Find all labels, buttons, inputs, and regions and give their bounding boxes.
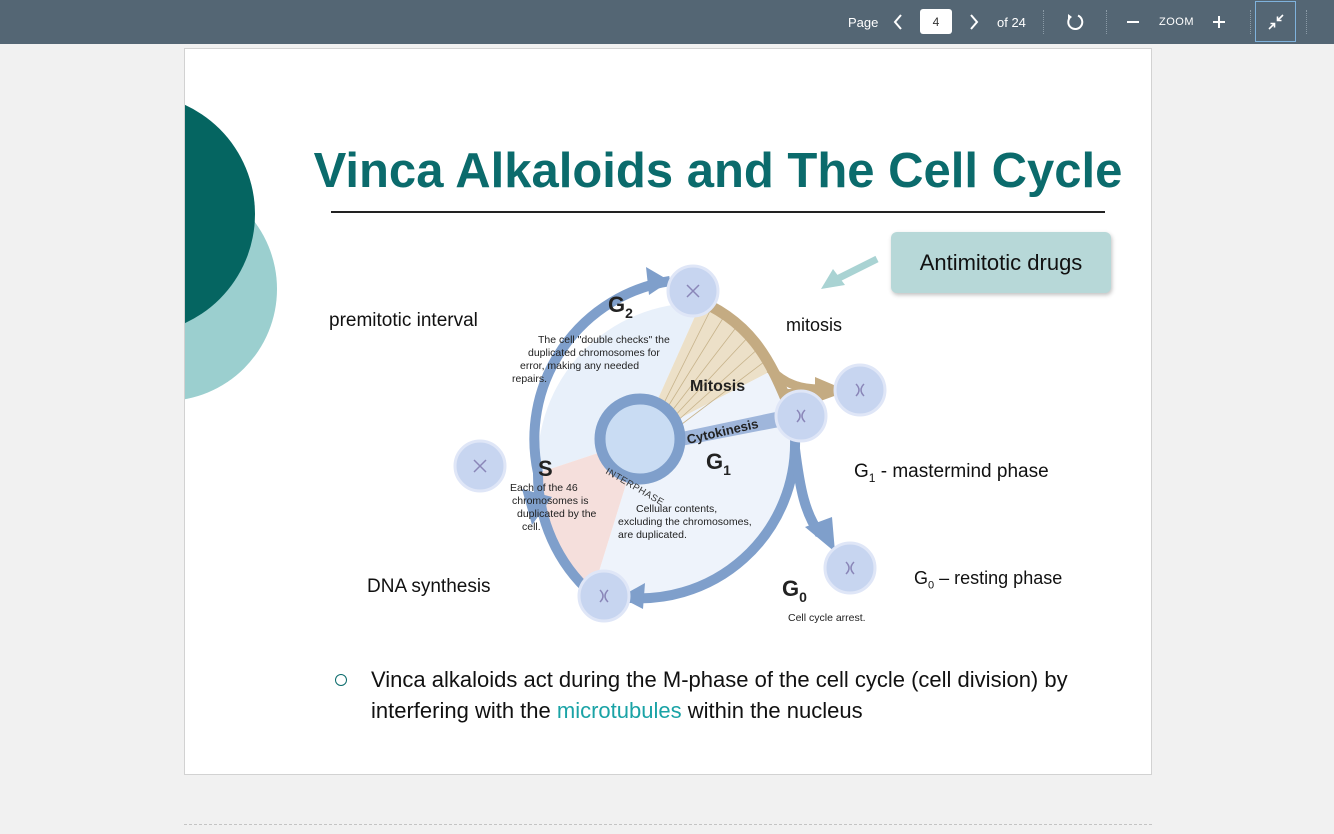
chevron-right-icon xyxy=(970,14,979,30)
svg-text:G1: G1 xyxy=(706,449,731,478)
g0-desc: Cell cycle arrest. xyxy=(788,612,866,624)
toolbar-divider xyxy=(1043,10,1045,34)
g0-subscript: 0 xyxy=(928,579,935,592)
g1-desc-line: excluding the chromosomes, xyxy=(618,516,752,528)
mitosis-label: mitosis xyxy=(786,315,843,335)
slide-page: Vinca Alkaloids and The Cell Cycle premi… xyxy=(184,48,1152,775)
premitotic-label: premitotic interval xyxy=(329,310,478,331)
page-number-input[interactable] xyxy=(920,9,952,34)
next-page-divider xyxy=(184,824,1152,825)
g0-letter: G xyxy=(914,568,929,588)
exit-fullscreen-button[interactable] xyxy=(1255,1,1296,42)
title-underline xyxy=(331,211,1105,213)
prev-page-button[interactable] xyxy=(887,10,909,34)
page-label: Page xyxy=(848,14,879,30)
g1-sector-subscript: 1 xyxy=(723,462,731,478)
pdf-toolbar: Page of 24 ZOOM xyxy=(0,0,1334,44)
g2-desc-line: duplicated chromosomes for xyxy=(528,347,660,359)
zoom-label: ZOOM xyxy=(1159,16,1194,28)
zoom-out-icon xyxy=(1127,21,1139,23)
exit-fullscreen-icon xyxy=(1267,13,1284,30)
s-phase-letter: S xyxy=(538,456,553,481)
callout-arrow-icon xyxy=(821,255,879,289)
s-desc-line: chromosomes is xyxy=(512,495,588,507)
mitosis-sector-label: Mitosis xyxy=(690,378,745,395)
g2-desc-line: error, making any needed xyxy=(520,360,639,372)
g2-subscript: 2 xyxy=(625,305,633,321)
g1-phase-label: G1 - mastermind phase xyxy=(854,461,1049,485)
rotate-button[interactable] xyxy=(1063,10,1087,34)
decorative-circles xyxy=(185,104,277,400)
microtubules-highlight: microtubules xyxy=(556,698,682,723)
zoom-out-button[interactable] xyxy=(1124,12,1142,32)
dna-synthesis-label: DNA synthesis xyxy=(367,576,491,597)
g0-sector-letter: G xyxy=(782,576,799,601)
g2-desc-line: The cell "double checks" the xyxy=(538,334,670,346)
toolbar-divider xyxy=(1306,10,1308,34)
g0-phase-label: G0 – resting phase xyxy=(914,568,1062,592)
g1-sector-letter: G xyxy=(706,449,723,474)
g1-desc-line: are duplicated. xyxy=(618,529,687,541)
zoom-in-icon xyxy=(1213,16,1225,28)
bullet-circle-icon xyxy=(335,674,347,686)
chevron-left-icon xyxy=(893,14,902,30)
bullet-text: Vinca alkaloids act during the M-phase o… xyxy=(371,664,1095,726)
svg-text:G2: G2 xyxy=(608,292,633,321)
s-desc-line: cell. xyxy=(522,521,541,533)
toolbar-divider xyxy=(1250,10,1252,34)
toolbar-divider xyxy=(1106,10,1108,34)
rotate-icon xyxy=(1067,14,1084,31)
s-desc-line: Each of the 46 xyxy=(510,482,578,494)
zoom-in-button[interactable] xyxy=(1210,12,1228,32)
g1-subscript: 1 xyxy=(868,470,876,485)
g1-description: - mastermind phase xyxy=(875,461,1049,482)
slide-title: Vinca Alkaloids and The Cell Cycle xyxy=(313,144,1123,198)
next-page-button[interactable] xyxy=(963,10,985,34)
g1-desc-line: Cellular contents, xyxy=(636,503,717,515)
g0-description: – resting phase xyxy=(934,568,1063,588)
bullet-point: Vinca alkaloids act during the M-phase o… xyxy=(335,664,1095,726)
antimitotic-drugs-callout: Antimitotic drugs xyxy=(891,232,1111,293)
g0-sector-subscript: 0 xyxy=(799,589,807,605)
svg-text:G0: G0 xyxy=(782,576,807,605)
s-desc-line: duplicated by the xyxy=(517,508,597,520)
bullet-text-end: within the nucleus xyxy=(681,698,863,723)
bullet-text-start: Vinca alkaloids act during the M-phase o… xyxy=(371,667,1068,723)
cell-cycle-diagram: G2 The cell "double checks" the duplicat… xyxy=(453,264,887,624)
g2-desc-line: repairs. xyxy=(512,373,547,385)
g1-letter: G xyxy=(854,461,869,482)
page-count-label: of 24 xyxy=(997,14,1026,30)
g2-letter: G xyxy=(608,292,625,317)
